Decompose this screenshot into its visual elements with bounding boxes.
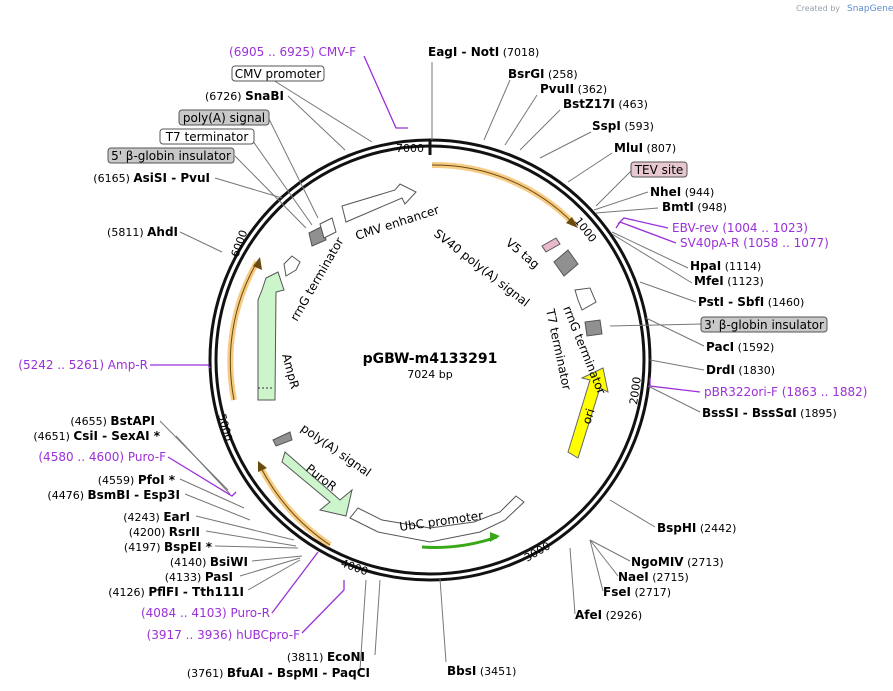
- site-label: AfeI (2926): [575, 608, 642, 622]
- primer-label: (4084 .. 4103) Puro-R: [141, 606, 270, 620]
- site-label: (3811) EcoNI: [287, 650, 365, 664]
- tick-3000: 3000: [522, 539, 553, 564]
- site-labels: EagI - NotI (7018) BsrGI (258)PvuII (362)…: [33, 45, 836, 680]
- ori-label: ori: [580, 407, 598, 426]
- plasmid-name: pGBW-m4133291: [363, 351, 498, 367]
- primer-label: (6905 .. 6925) CMV-F: [229, 45, 356, 59]
- site-label: PstI - SbfI (1460): [698, 295, 804, 309]
- primer-label: (3917 .. 3936) hUBCpro-F: [147, 628, 300, 642]
- primer-label: SV40pA-R (1058 .. 1077): [680, 236, 829, 250]
- site-label: BmtI (948): [662, 200, 727, 214]
- site-label: (4140) BsiWI: [170, 555, 248, 569]
- snapgene-logo: SnapGene: [847, 4, 893, 14]
- site-label: MfeI (1123): [694, 274, 764, 288]
- polya-box-inner: [272, 431, 293, 447]
- orf-arc-left-line: [229, 261, 258, 401]
- feature-label-text: T7 terminator: [165, 130, 249, 144]
- site-label: (4197) BspEI *: [124, 540, 213, 554]
- orf-arrow-lower: [258, 461, 267, 472]
- orf-arrow-top: [566, 217, 578, 228]
- ori-feature: [567, 367, 609, 459]
- site-label: BssSI - BssSαI (1895): [702, 406, 837, 420]
- tick-2000: 2000: [627, 376, 644, 406]
- v5-tag-label: V5 tag: [503, 236, 542, 272]
- primer-connectors: [150, 55, 701, 634]
- site-label: BsrGI (258): [508, 67, 578, 81]
- site-label: (4651) CsiI - SexAI *: [33, 429, 160, 443]
- site-label: HpaI (1114): [690, 259, 761, 273]
- white-box-cmv: [319, 217, 337, 239]
- feature-label-box: [159, 128, 255, 145]
- boxed-feature-labels: CMV promoter poly(A) signal T7 terminator 5…: [107, 65, 828, 333]
- tick-7000: 7000: [396, 142, 424, 155]
- site-label: (4655) BstAPI: [70, 414, 155, 428]
- rrng-right-feature: [574, 287, 597, 311]
- site-label: (4559) PfoI *: [98, 473, 176, 487]
- primer-label: (4580 .. 4600) Puro-F: [38, 450, 166, 464]
- ubc-green-arrow: [490, 532, 500, 542]
- sv40-polya-feature: [553, 249, 579, 277]
- rrng-left-label: rrnG terminator: [287, 235, 346, 323]
- site-label: NaeI (2715): [618, 570, 689, 584]
- orf-arc-top-line: [431, 164, 575, 225]
- feature-label-box: [231, 65, 325, 82]
- site-label: BbsI (3451): [447, 664, 516, 678]
- primer-label: EBV-rev (1004 .. 1023): [672, 221, 808, 235]
- site-label: EagI - NotI (7018): [428, 45, 539, 59]
- site-label: (3761) BfuAI - BspMI - PaqCI: [187, 666, 370, 680]
- feature-label-text: 3' β-globin insulator: [704, 318, 824, 332]
- feature-label-text: CMV promoter: [235, 67, 322, 81]
- ampr-label: AmpR: [279, 352, 302, 390]
- plasmid-length: 7024 bp: [407, 368, 452, 381]
- primer-labels: (6905 .. 6925) CMV-F EBV-rev (1004 .. 102…: [18, 45, 867, 642]
- feature-label-box: [107, 147, 235, 164]
- tick-1000: 1000: [572, 215, 599, 245]
- feature-label-text: 5' β-globin insulator: [111, 149, 231, 163]
- site-label: (4126) PflFI - Tth111I: [108, 585, 244, 599]
- site-connectors: [159, 62, 705, 671]
- site-label: PvuII (362): [540, 82, 607, 96]
- site-label: DrdI (1830): [706, 363, 775, 377]
- feature-label-text: poly(A) signal: [183, 111, 265, 125]
- tick-5000: 5000: [215, 412, 235, 442]
- rrng-left-feature: [283, 255, 301, 277]
- feature-label-text: TEV site: [634, 163, 684, 177]
- tick-4000: 4000: [339, 557, 370, 579]
- site-label: PacI (1592): [706, 340, 774, 354]
- site-label: BspHI (2442): [657, 521, 736, 535]
- orf-arc-lower-line: [259, 465, 331, 546]
- tick-6000: 6000: [229, 228, 251, 259]
- feature-label-box: [700, 316, 828, 333]
- primer-label: (5242 .. 5261) Amp-R: [18, 358, 148, 372]
- site-label: BstZ17I (463): [563, 97, 648, 111]
- orf-arc-left: [227, 260, 260, 401]
- primer-label: pBR322ori-F (1863 .. 1882): [704, 385, 867, 399]
- site-label: NgoMIV (2713): [631, 555, 724, 569]
- puror-feature: [281, 451, 353, 517]
- feature-label-box: [630, 161, 688, 178]
- cmv-enhancer-feature: [341, 183, 417, 223]
- site-label: (4200) RsrII: [129, 525, 200, 539]
- ubc-promoter-feature: [349, 495, 525, 543]
- orf-arrow-left: [253, 257, 262, 270]
- site-label: MluI (807): [614, 141, 676, 155]
- site-label: FseI (2717): [603, 585, 671, 599]
- site-label: (4133) PasI: [165, 570, 233, 584]
- orf-arc-top: [431, 161, 577, 227]
- site-label: (6726) SnaBI: [205, 89, 284, 103]
- site-label: (5811) AhdI: [107, 225, 178, 239]
- ampr-feature: [257, 271, 285, 401]
- site-label: (4243) EarI: [123, 510, 190, 524]
- beta-globin-right-box: [584, 319, 603, 337]
- site-label: SspI (593): [592, 119, 654, 133]
- site-label: NheI (944): [650, 185, 714, 199]
- site-label: (4476) BsmBI - Esp3I: [47, 488, 180, 502]
- feature-label-box: [178, 109, 270, 126]
- v5-tag-feature: [541, 237, 561, 253]
- credit-text: Created by: [796, 4, 840, 13]
- site-label: (6165) AsiSI - PvuI: [93, 171, 210, 185]
